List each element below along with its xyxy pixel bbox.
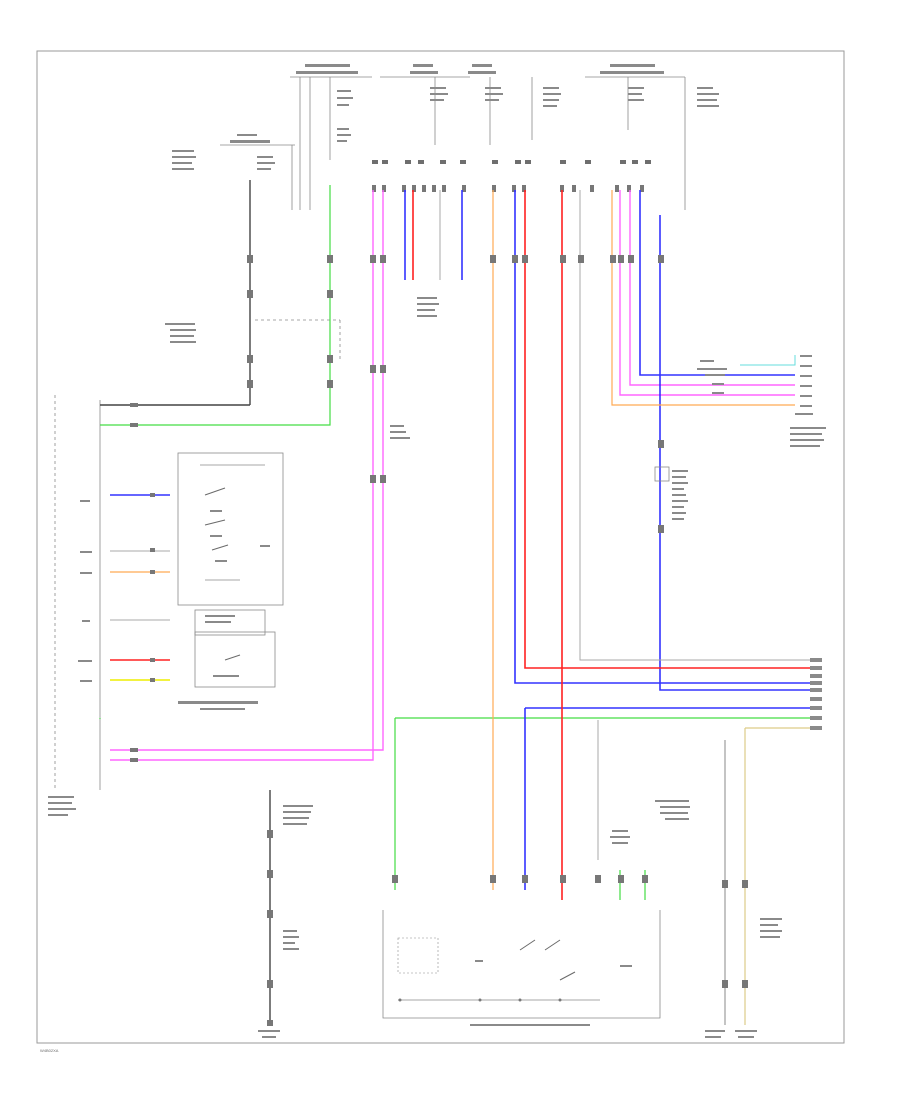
tan-wire [744, 727, 820, 1025]
orange-wires [110, 190, 795, 890]
cruise-control-switch [382, 910, 661, 1026]
top-connectors [372, 160, 651, 192]
blue-wires [110, 190, 820, 890]
gray-wires [110, 190, 820, 860]
green-wires [99, 185, 820, 900]
pink-wires [110, 190, 795, 761]
footer-code: W4B02XA [40, 1048, 59, 1053]
combination-switch [48, 395, 284, 816]
center-labels [390, 297, 826, 1038]
wire-connectors [130, 255, 748, 1026]
cyan-wire [740, 355, 796, 366]
black-wires [100, 180, 341, 1038]
top-fuse-blocks [172, 64, 719, 210]
red-wires [110, 190, 820, 900]
diagram-border [36, 50, 845, 1044]
